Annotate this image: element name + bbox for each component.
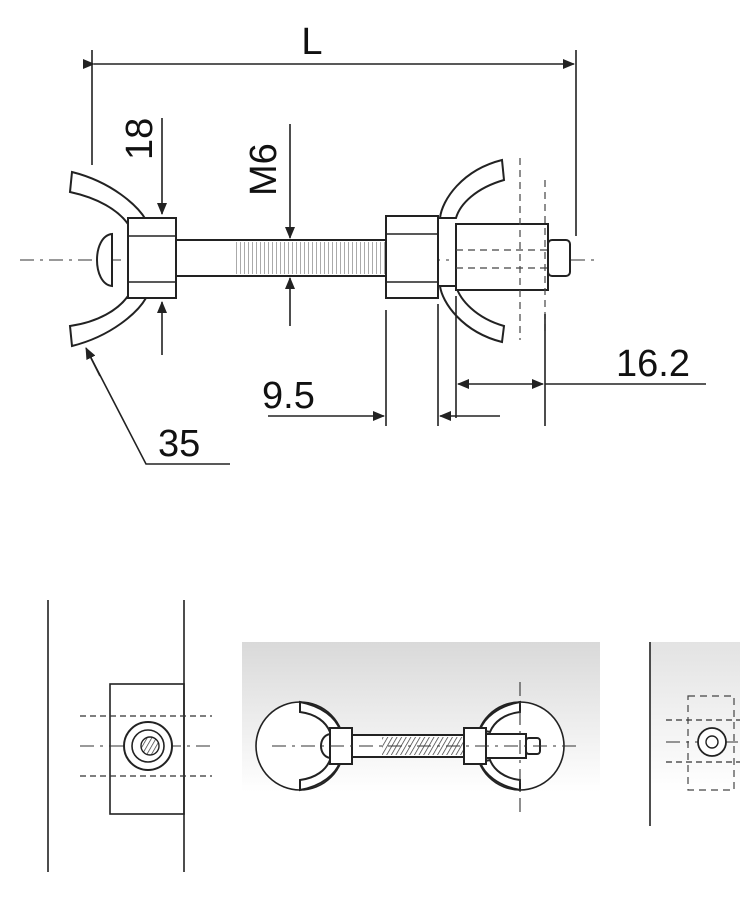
installed-view bbox=[242, 642, 600, 812]
end-view-right-bolt bbox=[705, 735, 719, 749]
dim-shaft-label: 16.2 bbox=[616, 343, 690, 385]
dim-thread-label: M6 bbox=[243, 143, 285, 196]
end-view-left bbox=[47, 600, 212, 872]
left-dome bbox=[96, 232, 113, 288]
dim-offset-label: 9.5 bbox=[262, 375, 315, 417]
dim-length: L bbox=[83, 21, 577, 236]
end-view-bolt bbox=[140, 736, 160, 756]
bolt-thread bbox=[236, 242, 386, 274]
left-nut bbox=[127, 217, 177, 299]
left-cup-bottom bbox=[68, 294, 148, 348]
dim-shaft: 16.2 bbox=[455, 296, 706, 426]
dim-nut-width: 18 bbox=[119, 118, 167, 355]
end-view-right bbox=[649, 642, 740, 826]
dim-length-label: L bbox=[301, 21, 322, 63]
right-cup-bottom bbox=[438, 285, 506, 344]
dim-nut-width-label: 18 bbox=[119, 118, 161, 160]
dim-offset: 9.5 bbox=[262, 304, 500, 426]
right-hex-body bbox=[455, 223, 549, 291]
dim-radius: 35 bbox=[85, 347, 230, 465]
right-cup bbox=[438, 158, 506, 219]
right-nut bbox=[385, 215, 439, 299]
dim-thread: M6 bbox=[243, 124, 295, 326]
main-side-view bbox=[20, 158, 600, 348]
left-cup bbox=[68, 170, 148, 226]
hidden-outline bbox=[687, 695, 735, 791]
shaft-end bbox=[547, 239, 571, 277]
dim-radius-label: 35 bbox=[158, 423, 200, 465]
end-view-block bbox=[109, 683, 185, 815]
